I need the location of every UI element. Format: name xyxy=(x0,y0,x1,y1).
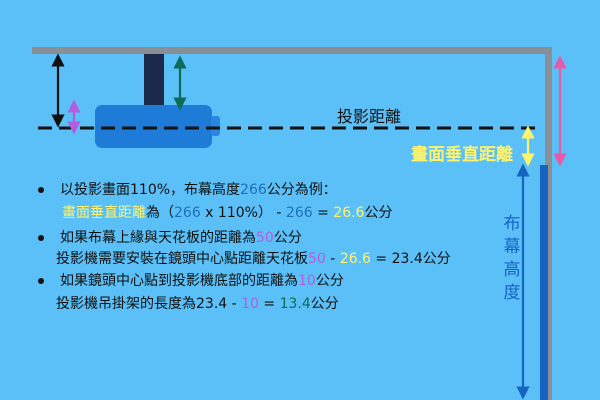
note-segment: - xyxy=(325,251,340,267)
bullet-dot xyxy=(38,187,44,193)
note-segment: 266 xyxy=(174,205,201,221)
note-segment: x 110%） - xyxy=(200,205,286,221)
note-segment: 公分 xyxy=(310,296,339,312)
note-segment: 50 xyxy=(256,230,274,246)
note-segment: 以投影畫面110%，布幕高度 xyxy=(60,182,241,198)
note-segment: 266 xyxy=(240,182,267,198)
screen-height-char: 高 xyxy=(503,260,521,280)
note-segment: 公分 xyxy=(364,205,393,221)
note-line: 畫面垂直距離為（266 x 110%） - 266 = 26.6公分 xyxy=(62,204,392,222)
note-segment: 公分 xyxy=(273,230,302,246)
note-segment: 畫面垂直距離 xyxy=(62,205,146,221)
note-segment: 26.6 xyxy=(333,205,365,221)
note-segment: 如果鏡頭中心點到投影機底部的距離為 xyxy=(60,273,298,289)
note-line: 投影機需要安裝在鏡頭中心點距離天花板50 - 26.6 = 23.4公分 xyxy=(56,250,451,268)
note-segment: 50 xyxy=(308,251,326,267)
note-segment: 10 xyxy=(298,273,316,289)
bullet-dot xyxy=(38,235,44,241)
projection-screen xyxy=(540,165,548,400)
note-segment: 13.4 xyxy=(279,296,311,312)
note-line: 如果布幕上緣與天花板的距離為50公分 xyxy=(60,229,302,247)
wall-line xyxy=(545,47,552,400)
note-segment: 如果布幕上緣與天花板的距離為 xyxy=(60,230,256,246)
note-segment: 為（ xyxy=(146,205,174,221)
screen-height-char: 布 xyxy=(503,214,521,234)
note-segment: = 23.4公分 xyxy=(370,251,451,267)
note-segment: 公分 xyxy=(315,273,344,289)
note-line: 以投影畫面110%，布幕高度266公分為例： xyxy=(60,181,337,199)
note-segment: 26.6 xyxy=(339,251,371,267)
note-segment: 266 xyxy=(285,205,313,221)
screen-height-char: 度 xyxy=(503,283,521,303)
note-line: 如果鏡頭中心點到投影機底部的距離為10公分 xyxy=(60,272,344,290)
screen-height-label: 布幕高度 xyxy=(501,213,523,305)
note-segment: = xyxy=(258,296,280,312)
note-segment: 投影機需要安裝在鏡頭中心點距離天花板 xyxy=(56,251,308,267)
ceiling-line xyxy=(32,47,552,54)
projector-lens xyxy=(211,116,220,136)
note-segment: 10 xyxy=(241,296,259,312)
note-line: 投影機吊掛架的長度為23.4 - 10 = 13.4公分 xyxy=(56,295,339,313)
projector-mount xyxy=(144,54,164,106)
note-segment: = xyxy=(312,205,334,221)
note-segment: 投影機吊掛架的長度為23.4 - xyxy=(56,296,242,312)
vertical-offset-label: 畫面垂直距離 xyxy=(411,145,513,165)
screen-height-char: 幕 xyxy=(503,237,521,257)
note-segment: 公分為例： xyxy=(266,182,337,198)
bullet-dot xyxy=(38,278,44,284)
throw-distance-label: 投影距離 xyxy=(337,107,402,126)
